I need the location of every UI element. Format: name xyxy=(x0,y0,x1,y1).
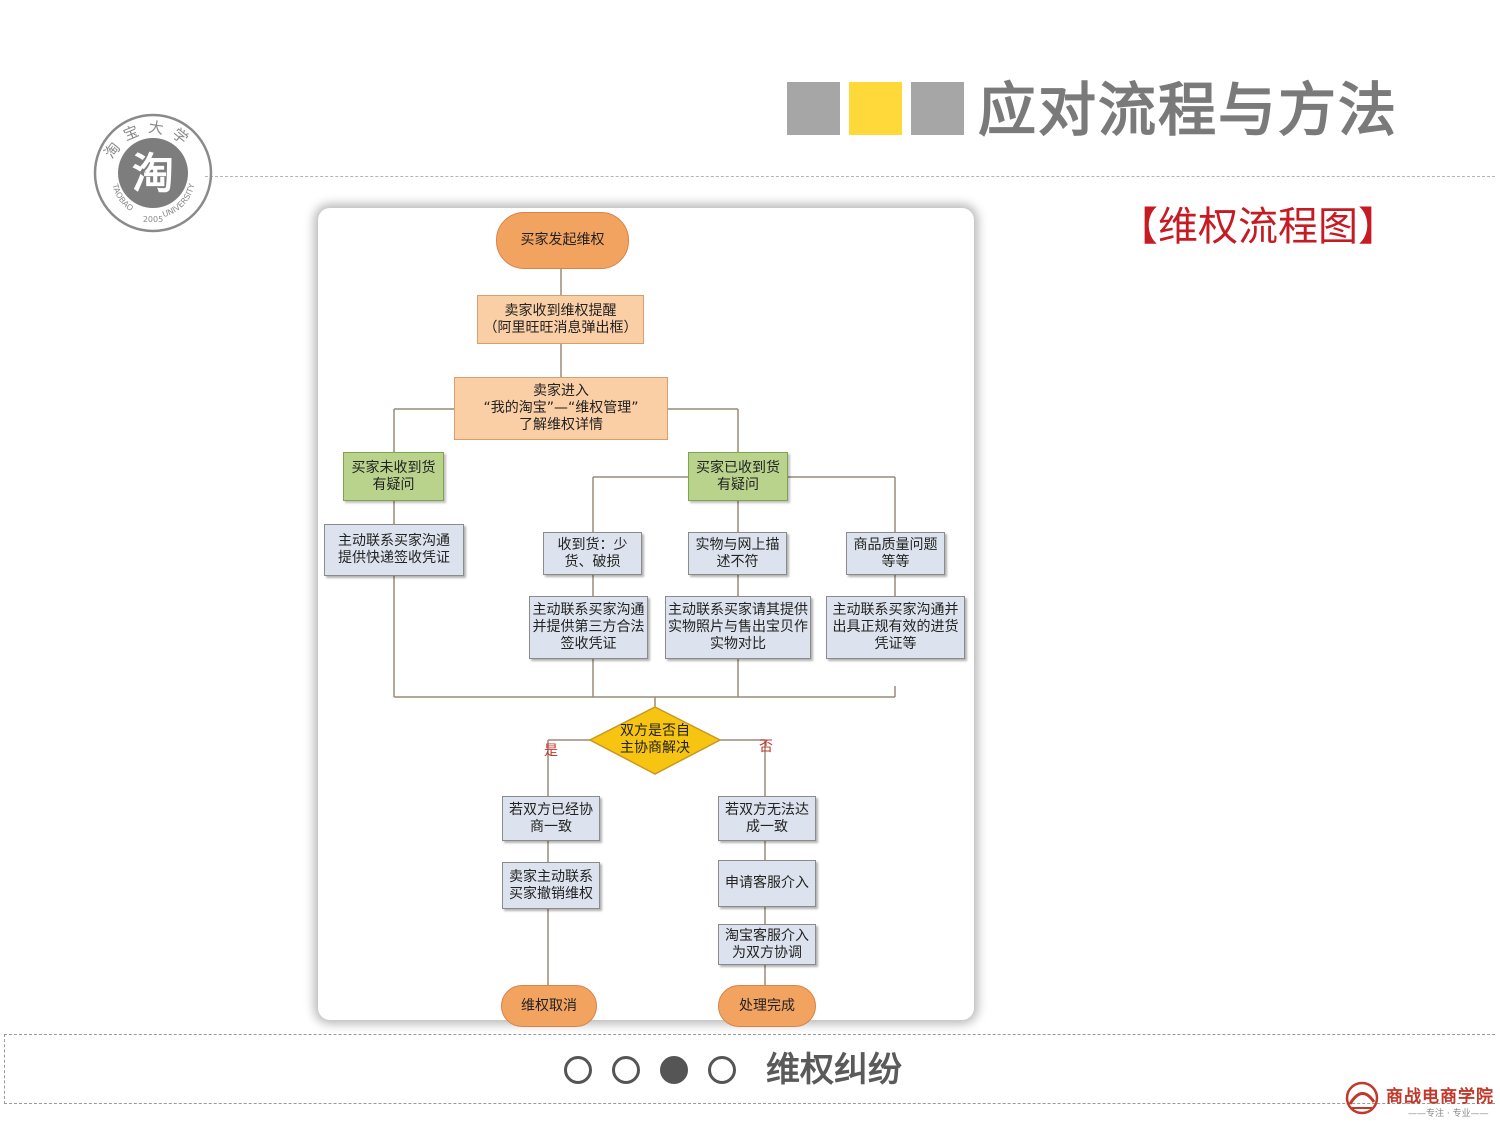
page-dot-3[interactable] xyxy=(660,1056,688,1084)
brand-slogan: ——专注 · 专业—— xyxy=(1408,1109,1489,1119)
header-divider xyxy=(205,176,1495,177)
page-subtitle: 【维权流程图】 xyxy=(1118,204,1398,250)
header-square-1 xyxy=(787,82,840,135)
action-quality-node: 主动联系买家沟通并 出具正规有效的进货 凭证等 xyxy=(826,596,965,659)
not-agreed-node: 若双方无法达 成一致 xyxy=(718,796,816,841)
taobao-university-logo: 淘 淘宝大学 TAOBAO UNIVERSITY 2005 xyxy=(93,113,213,233)
brand-name: 商战电商学院 xyxy=(1386,1087,1494,1107)
action-short-node: 主动联系买家沟通 并提供第三方合法 签收凭证 xyxy=(529,596,648,659)
apply-cs-node: 申请客服介入 xyxy=(718,860,816,907)
logo-center-char: 淘 xyxy=(132,149,174,198)
page-title: 应对流程与方法 xyxy=(978,76,1399,144)
notify-node: 卖家收到维权提醒 （阿里旺旺消息弹出框） xyxy=(477,295,644,344)
brand-logo-icon xyxy=(1345,1081,1379,1115)
enter-management-node: 卖家进入 “我的淘宝”—“维权管理” 了解维权详情 xyxy=(454,377,668,440)
agreed-node: 若双方已经协 商一致 xyxy=(502,796,600,841)
flowchart-panel: 买家发起维权 卖家收到维权提醒 （阿里旺旺消息弹出框） 卖家进入 “我的淘宝”—… xyxy=(318,208,974,1027)
action-mismatch-node: 主动联系买家请其提供 实物照片与售出宝贝作 实物对比 xyxy=(665,596,811,659)
not-received-node: 买家未收到货 有疑问 xyxy=(343,452,444,501)
header-square-2 xyxy=(849,82,902,135)
issue-short-node: 收到货：少 货、破损 xyxy=(543,532,642,575)
page-dot-1[interactable] xyxy=(564,1056,592,1084)
cs-mediate-node: 淘宝客服介入 为双方协调 xyxy=(718,924,816,965)
start-node: 买家发起维权 xyxy=(496,212,629,269)
flowchart-connectors xyxy=(393,268,896,985)
page-dot-2[interactable] xyxy=(612,1056,640,1084)
header-square-3 xyxy=(911,82,964,135)
seller-cancel-node: 卖家主动联系 买家撤销维权 xyxy=(502,862,600,909)
logo-year: 2005 xyxy=(143,215,163,224)
section-label: 维权纠纷 xyxy=(766,1050,902,1090)
cancelled-node: 维权取消 xyxy=(501,985,597,1027)
not-received-action-node: 主动联系买家沟通 提供快递签收凭证 xyxy=(324,524,464,576)
decision-text: 双方是否自 主协商解决 xyxy=(620,723,690,756)
issue-quality-node: 商品质量问题 等等 xyxy=(846,532,945,575)
yes-label: 是 xyxy=(544,743,558,759)
page-dot-4[interactable] xyxy=(708,1056,736,1084)
received-node: 买家已收到货 有疑问 xyxy=(688,452,788,501)
issue-mismatch-node: 实物与网上描 述不符 xyxy=(688,532,787,575)
done-node: 处理完成 xyxy=(718,985,816,1027)
no-label: 否 xyxy=(759,739,773,755)
decision-diamond xyxy=(588,706,722,775)
footer-bar xyxy=(4,1034,1495,1104)
